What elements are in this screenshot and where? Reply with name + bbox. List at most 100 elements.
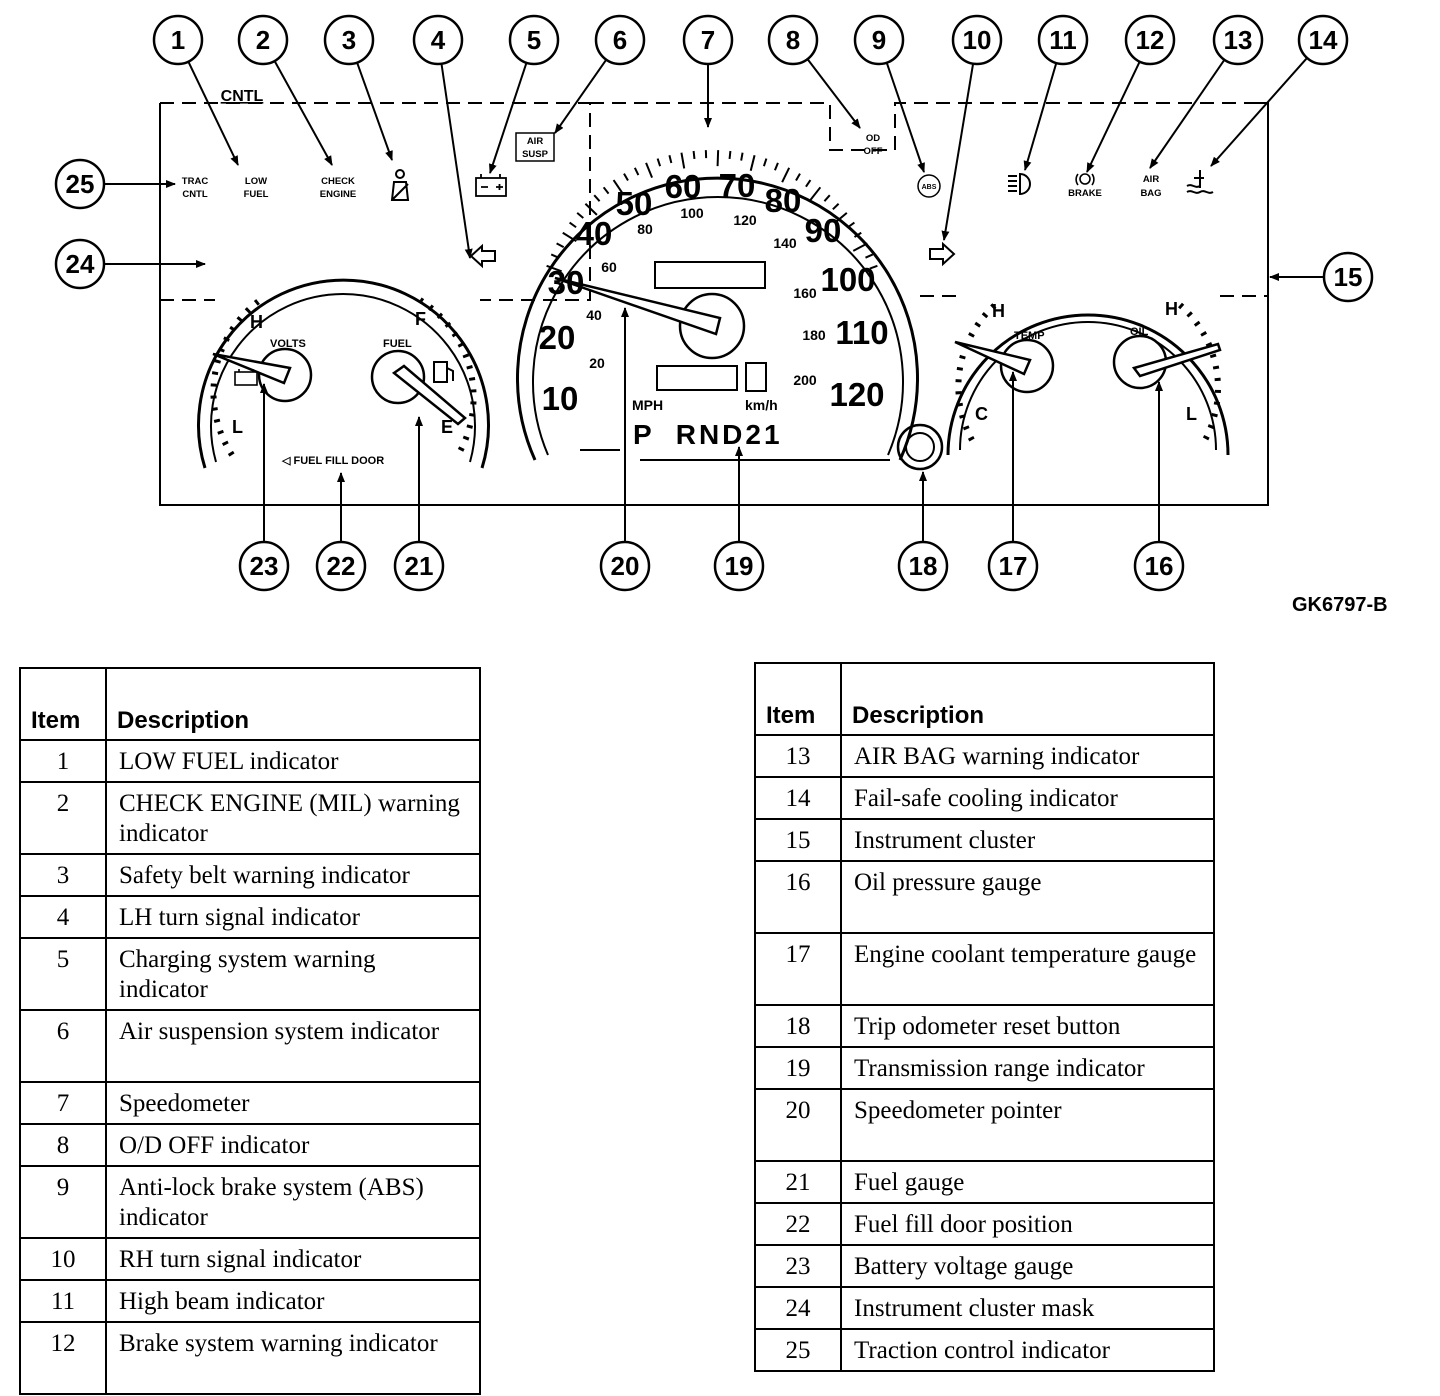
callout-number-14: 14 <box>1309 25 1338 55</box>
item-number: 10 <box>19 1237 107 1281</box>
mph-scale-label: 110 <box>835 314 888 351</box>
mph-scale-label: 30 <box>548 264 585 301</box>
callout-circle-11 <box>1037 14 1089 66</box>
speedometer-tick <box>774 162 779 171</box>
item-description: Oil pressure gauge <box>840 860 1215 934</box>
speedometer-tick <box>833 212 848 224</box>
callout-circle-21 <box>393 540 445 592</box>
speedometer-tick <box>550 253 559 259</box>
speedometer-tick <box>584 203 598 216</box>
speedometer-tick <box>749 154 756 171</box>
speedometer-tick <box>612 179 624 194</box>
speedometer-tick <box>847 221 855 229</box>
item-description: Instrument cluster <box>840 818 1215 862</box>
fuel-label: FUEL <box>383 338 412 350</box>
callout-number-13: 13 <box>1224 25 1253 55</box>
item-number: 18 <box>754 1004 842 1048</box>
callout-circle-5 <box>508 14 560 66</box>
rh-turn-signal-icon <box>929 241 956 267</box>
od-off-indicator-line2: OFF <box>864 146 883 157</box>
check-engine-indicator-line2: ENGINE <box>320 189 356 200</box>
callout-number-18: 18 <box>909 551 938 581</box>
cntl-label: CNTL <box>221 88 264 105</box>
speedometer-tick <box>602 186 610 195</box>
callout-circle-23 <box>238 540 290 592</box>
description-column-header: Description <box>105 667 481 741</box>
callout-number-10: 10 <box>963 25 992 55</box>
callout-number-11: 11 <box>1049 25 1077 55</box>
item-description: Charging system warning indicator <box>105 937 481 1011</box>
speedometer-tick <box>668 154 673 164</box>
item-number: 21 <box>754 1160 842 1204</box>
callout-circle-2 <box>237 14 289 66</box>
item-description: Fuel gauge <box>840 1160 1215 1204</box>
odometer-display <box>654 261 766 289</box>
item-description: Engine coolant temperature gauge <box>840 932 1215 1006</box>
callout-number-4: 4 <box>431 25 446 55</box>
callout-circle-3 <box>323 14 375 66</box>
callout-number-7: 7 <box>701 25 715 55</box>
item-number: 3 <box>19 853 107 897</box>
battery-icon <box>234 369 258 386</box>
item-description: Anti-lock brake system (ABS) indicator <box>105 1165 481 1239</box>
callout-leader-14 <box>1210 57 1308 167</box>
kmh-scale-label: 40 <box>586 307 602 323</box>
item-description: Fail-safe cooling indicator <box>840 776 1215 820</box>
callout-circle-12 <box>1124 14 1176 66</box>
fail-safe-cooling-icon <box>1186 170 1214 194</box>
item-number: 8 <box>19 1123 107 1167</box>
item-number: 11 <box>19 1279 107 1323</box>
speedometer-tick <box>680 152 686 169</box>
item-description: High beam indicator <box>105 1279 481 1323</box>
callout-circle-14 <box>1297 14 1349 66</box>
callout-leader-10 <box>941 63 975 241</box>
callout-leader-2 <box>273 60 333 166</box>
item-number: 7 <box>19 1081 107 1125</box>
abs-indicator-ring <box>917 174 941 198</box>
speedometer-tick <box>781 167 791 183</box>
item-number: 14 <box>754 776 842 820</box>
item-description: RH turn signal indicator <box>105 1237 481 1281</box>
transmission-range-indicator: P RND21 <box>633 419 783 450</box>
callout-number-8: 8 <box>786 25 800 55</box>
kmh-scale-label: 200 <box>793 372 817 388</box>
fuel-gauge-needle <box>391 364 467 426</box>
trip-display <box>656 365 738 391</box>
callout-circle-6 <box>594 14 646 66</box>
mph-scale-label: 90 <box>805 212 842 249</box>
callout-circle-7 <box>682 14 734 66</box>
callout-leader-9 <box>885 62 925 173</box>
item-description: Fuel fill door position <box>840 1202 1215 1246</box>
cluster-mask-top <box>160 102 1268 301</box>
callout-number-6: 6 <box>613 25 627 55</box>
item-column-header: Item <box>754 662 842 736</box>
callout-number-17: 17 <box>999 551 1028 581</box>
kmh-scale-label: 100 <box>680 205 704 221</box>
trip-reset-button <box>896 423 944 471</box>
high-beam-icon <box>1008 172 1031 196</box>
item-number: 5 <box>19 937 107 1011</box>
item-description: CHECK ENGINE (MIL) warning indicator <box>105 781 481 855</box>
speedometer-tick <box>562 231 577 243</box>
oil-high-mark: H <box>1165 299 1178 319</box>
volts-label: VOLTS <box>270 338 306 350</box>
left-gauge-pod: VOLTS FUEL H L F E ◁ FUEL FILL DOOR <box>197 278 490 469</box>
kmh-scale-label: 60 <box>601 259 617 275</box>
item-number: 6 <box>19 1009 107 1083</box>
item-description: Brake system warning indicator <box>105 1321 481 1395</box>
callout-leader-5 <box>489 62 528 174</box>
item-column-header: Item <box>19 667 107 741</box>
